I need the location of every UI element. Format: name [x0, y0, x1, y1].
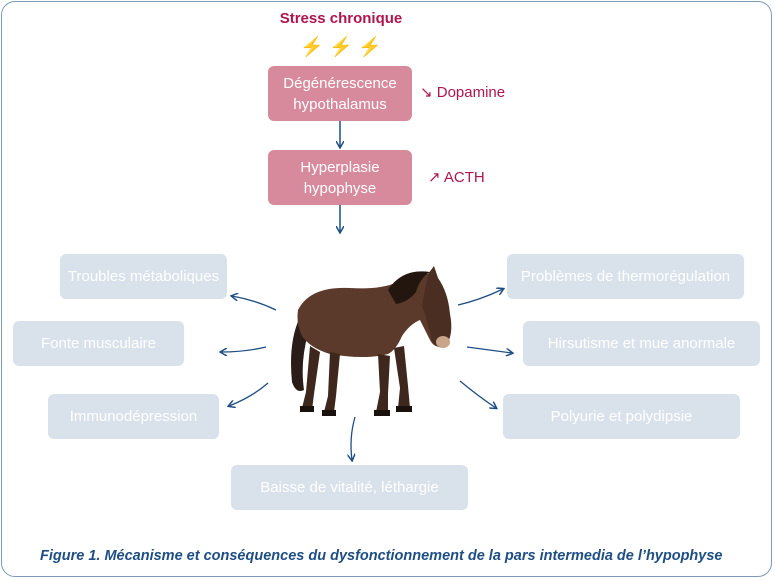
- arrow-to-troubles: [232, 296, 277, 311]
- stress-title: Stress chronique: [279, 10, 403, 27]
- arrow-to-hirsutisme: [466, 346, 512, 353]
- stress-bolts: ⚡ ⚡ ⚡: [300, 36, 382, 60]
- consequence-hirsutisme: Hirsutisme et mue anormale: [523, 321, 760, 366]
- arrow-to-fonte: [221, 346, 267, 352]
- consequence-fonte-musculaire: Fonte musculaire: [13, 321, 184, 366]
- hypothalamus-box: Dégénérescence hypothalamus: [268, 66, 412, 121]
- lightning-bolt-icon: ⚡: [358, 37, 382, 58]
- figure-caption: Figure 1. Mécanisme et conséquences du d…: [40, 548, 723, 564]
- consequence-troubles-metaboliques: Troubles métaboliques: [60, 254, 227, 299]
- acth-label: ↗ ACTH: [428, 169, 485, 186]
- lightning-bolt-icon: ⚡: [329, 37, 353, 58]
- horse-image: [291, 266, 452, 416]
- arrow-to-thermo: [457, 289, 503, 306]
- arrow-to-immuno: [229, 382, 269, 406]
- arrow-to-lethargie: [351, 416, 355, 460]
- arrow-to-polyurie: [459, 380, 496, 408]
- lightning-bolt-icon: ⚡: [300, 37, 324, 58]
- dopamine-label: ↘ Dopamine: [420, 84, 506, 101]
- consequence-thermoregulation: Problèmes de thermorégulation: [507, 254, 744, 299]
- consequence-lethargie: Baisse de vitalité, léthargie: [231, 465, 468, 510]
- consequence-immunodepression: Immunodépression: [48, 394, 219, 439]
- consequence-polyurie: Polyurie et polydipsie: [503, 394, 740, 439]
- hypophyse-box: Hyperplasie hypophyse: [268, 150, 412, 205]
